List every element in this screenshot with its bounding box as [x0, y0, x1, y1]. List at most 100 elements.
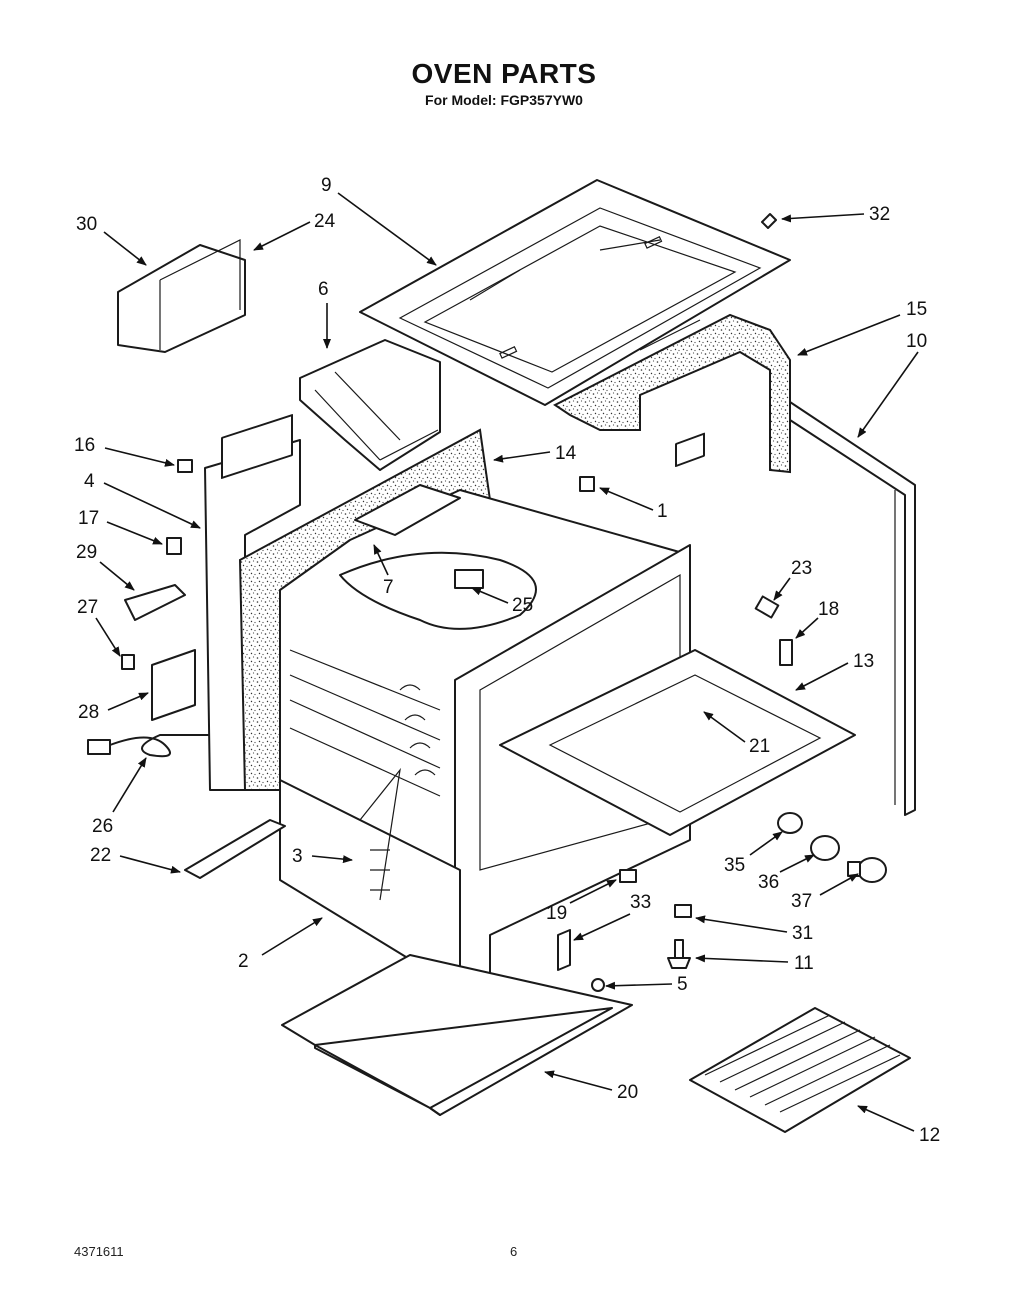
callout-label-30: 30: [76, 214, 97, 235]
callout-label-36: 36: [758, 872, 779, 893]
part-28-block: [151, 649, 196, 721]
callout-7: 7: [373, 544, 394, 598]
callout-label-28: 28: [78, 702, 99, 723]
callout-11: 11: [695, 953, 814, 974]
callout-19: 19: [546, 879, 617, 924]
part-9-top-panel: [359, 179, 791, 406]
part-30-24-bracket: [117, 239, 246, 353]
callout-label-32: 32: [869, 204, 890, 225]
part-19-clip: [619, 869, 637, 883]
callout-30: 30: [76, 214, 147, 266]
callout-label-14: 14: [555, 443, 577, 464]
callout-2: 2: [238, 917, 323, 972]
callout-27: 27: [77, 597, 121, 657]
callout-label-10: 10: [906, 331, 927, 352]
callout-label-13: 13: [853, 651, 874, 672]
callout-3: 3: [292, 846, 353, 867]
model-subtitle: For Model: FGP357YW0: [425, 92, 583, 108]
callout-label-5: 5: [677, 974, 688, 995]
callout-label-18: 18: [818, 599, 839, 620]
part-13-oven-bottom: [499, 649, 856, 836]
callout-17: 17: [78, 508, 163, 545]
part-16-clip: [177, 459, 193, 473]
callout-6: 6: [318, 279, 331, 349]
callout-label-24: 24: [314, 211, 336, 232]
callout-15: 15: [797, 299, 927, 356]
part-20-bottom-panel: [281, 954, 633, 1116]
callout-28: 28: [78, 692, 149, 723]
callout-18: 18: [795, 599, 839, 639]
callout-label-17: 17: [78, 508, 99, 529]
callout-label-33: 33: [630, 892, 651, 913]
part-33-bracket: [557, 929, 571, 971]
part-18-clip: [779, 639, 793, 666]
callout-21: 21: [703, 711, 770, 757]
callout-22: 22: [90, 845, 181, 874]
callout-29: 29: [76, 542, 135, 591]
callout-label-16: 16: [74, 435, 95, 456]
part-27-clip: [121, 654, 135, 670]
callout-label-25: 25: [512, 595, 533, 616]
callout-label-3: 3: [292, 846, 303, 867]
document-number: 4371611: [74, 1244, 124, 1259]
callout-25: 25: [471, 587, 533, 616]
part-26-cord: [87, 734, 210, 758]
callout-label-31: 31: [792, 923, 813, 944]
callout-9: 9: [321, 175, 437, 266]
part-6-vent-duct: [299, 339, 441, 471]
callout-label-23: 23: [791, 558, 812, 579]
callout-label-26: 26: [92, 816, 113, 837]
callout-label-35: 35: [724, 855, 745, 876]
callout-label-37: 37: [791, 891, 812, 912]
part-4-left-side-panel: [204, 414, 301, 791]
part-1-clip: [579, 476, 595, 492]
callout-label-1: 1: [657, 501, 668, 522]
callout-16: 16: [74, 435, 175, 467]
part-5-screw: [591, 978, 605, 992]
part-11-leg: [667, 939, 691, 969]
page-title: OVEN PARTS: [411, 58, 597, 89]
part-23-bulb-socket: [754, 595, 780, 619]
callout-13: 13: [795, 651, 874, 691]
part-36-knob: [810, 835, 840, 861]
callout-label-11: 11: [794, 953, 814, 974]
part-15-top-insulation: [553, 313, 791, 474]
callout-label-2: 2: [238, 951, 249, 972]
callout-label-20: 20: [617, 1082, 638, 1103]
page-number: 6: [510, 1244, 518, 1259]
callout-37: 37: [791, 873, 859, 912]
callout-31: 31: [695, 915, 813, 944]
part-35-knob: [777, 812, 803, 834]
part-21-plate: [675, 432, 705, 468]
callout-label-7: 7: [383, 577, 394, 598]
callout-label-6: 6: [318, 279, 329, 300]
callout-35: 35: [724, 831, 783, 876]
part-37-bulb: [847, 857, 887, 883]
callout-label-22: 22: [90, 845, 111, 866]
callout-label-19: 19: [546, 903, 567, 924]
callout-label-9: 9: [321, 175, 332, 196]
part-22-rail: [184, 819, 286, 879]
callout-20: 20: [544, 1070, 638, 1103]
part-7-vent: [354, 484, 461, 536]
callout-23: 23: [773, 558, 812, 601]
part-31-clip: [674, 904, 692, 918]
callout-5: 5: [605, 974, 688, 995]
callout-10: 10: [857, 331, 927, 438]
callout-32: 32: [781, 204, 890, 225]
callout-label-4: 4: [84, 471, 95, 492]
part-17-bracket: [166, 537, 182, 555]
callout-14: 14: [493, 443, 577, 464]
callout-12: 12: [857, 1105, 940, 1146]
part-12-oven-rack: [689, 1007, 911, 1133]
callout-1: 1: [599, 487, 668, 522]
part-10-right-side-panel: [789, 401, 916, 816]
callout-label-12: 12: [919, 1125, 940, 1146]
part-29-cover: [124, 584, 186, 621]
part-32-clip: [761, 213, 777, 229]
part-3-spring: [359, 767, 401, 901]
callout-36: 36: [758, 854, 815, 893]
callout-label-27: 27: [77, 597, 98, 618]
part-25-plate: [454, 569, 484, 589]
